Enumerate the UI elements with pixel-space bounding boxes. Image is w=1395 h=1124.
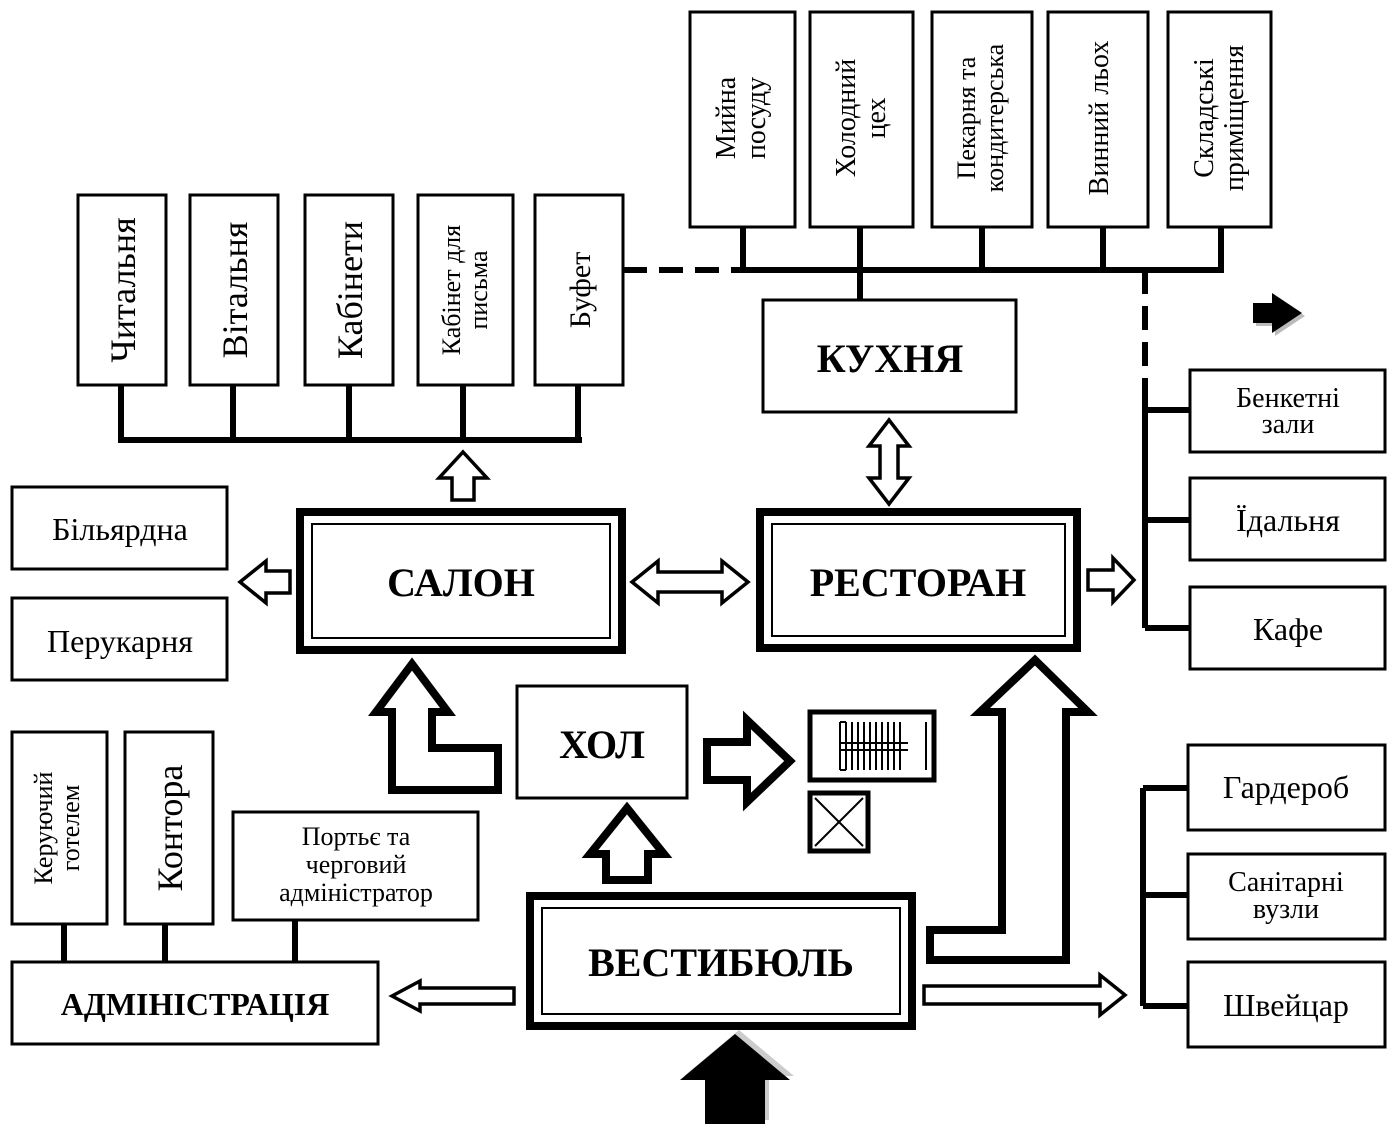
room-living: Вітальня bbox=[215, 222, 255, 359]
arrow-restaurant-side bbox=[1086, 553, 1137, 607]
lobby-side-group: Гардероб Санітарні вузли Швейцар bbox=[1140, 743, 1387, 1049]
room-billiard: Більярдна bbox=[52, 511, 188, 547]
room-sanitary-line2: вузли bbox=[1253, 894, 1319, 925]
kitchen-label: КУХНЯ bbox=[817, 336, 964, 381]
admin-rooms-group: Керуючий готелем Контора Портьє та черго… bbox=[10, 730, 480, 962]
arrow-kitchen-restaurant bbox=[865, 417, 913, 507]
arrow-salon-side bbox=[237, 557, 292, 607]
kitchen-rooms-group: Мийна посуду Холодний цех Пекарня та кон… bbox=[688, 10, 1273, 300]
room-porter-line3: адміністратор bbox=[279, 878, 433, 907]
arrow-salon-rooms bbox=[435, 449, 491, 502]
room-doorman: Швейцар bbox=[1223, 987, 1349, 1023]
room-banquet-line1: Бенкетні bbox=[1236, 383, 1340, 414]
room-storage-line2: приміщення bbox=[1219, 45, 1250, 191]
room-cold-line1: Холодний bbox=[831, 59, 862, 177]
salon-box: САЛОН bbox=[296, 508, 626, 654]
restaurant-side-group: Бенкетні зали Їдальня Кафе bbox=[1142, 368, 1387, 671]
room-writing-line2: письма bbox=[464, 250, 493, 330]
legend-arrow-icon bbox=[1253, 293, 1305, 336]
room-dish-line2: посуду bbox=[741, 77, 772, 159]
room-bakery-line2: кондитерська bbox=[980, 43, 1009, 192]
administration-label: АДМІНІСТРАЦІЯ bbox=[61, 986, 330, 1022]
hall-label: ХОЛ bbox=[559, 722, 645, 767]
room-writing-line1: Кабінет для bbox=[437, 225, 466, 356]
room-sanitary-line1: Санітарні bbox=[1228, 867, 1344, 898]
room-dining: Їдальня bbox=[1236, 502, 1340, 538]
arrow-hall-salon bbox=[368, 657, 502, 794]
room-cabinets: Кабінети bbox=[330, 221, 370, 359]
arrow-hall-stairs bbox=[703, 710, 796, 812]
salon-label: САЛОН bbox=[387, 560, 535, 605]
room-barber: Перукарня bbox=[47, 623, 193, 659]
arrow-lobby-hall bbox=[581, 801, 673, 884]
room-dish-line1: Мийна bbox=[711, 76, 742, 159]
room-cloakroom: Гардероб bbox=[1223, 769, 1349, 805]
arrow-lobby-restaurant bbox=[926, 654, 1098, 964]
room-manager-line2: готелем bbox=[56, 785, 85, 872]
lobby-label: ВЕСТИБЮЛЬ bbox=[588, 940, 854, 985]
salon-rooms-group: Читальня Вітальня Кабінети Кабінет для п… bbox=[76, 193, 625, 443]
arrow-lobby-side bbox=[922, 971, 1128, 1019]
room-cold-line2: цех bbox=[861, 97, 892, 138]
arrow-salon-restaurant bbox=[629, 557, 751, 607]
restaurant-box: РЕСТОРАН bbox=[756, 508, 1081, 652]
room-buffet: Буфет bbox=[564, 252, 597, 329]
room-storage-line1: Складські bbox=[1189, 58, 1220, 178]
room-porter-line1: Портьє та bbox=[302, 822, 411, 851]
room-manager-line1: Керуючий bbox=[29, 771, 58, 884]
room-bakery-line1: Пекарня та bbox=[952, 56, 981, 179]
room-office: Контора bbox=[150, 765, 190, 892]
entrance-arrow-icon bbox=[680, 1030, 794, 1124]
elevator-icon bbox=[807, 790, 871, 854]
staircase-icon bbox=[807, 709, 937, 783]
room-reading: Читальня bbox=[103, 217, 143, 362]
room-porter-line2: черговий bbox=[306, 850, 407, 879]
arrow-lobby-admin bbox=[388, 978, 516, 1014]
lobby-box: ВЕСТИБЮЛЬ bbox=[526, 892, 916, 1030]
restaurant-label: РЕСТОРАН bbox=[810, 560, 1027, 605]
room-wine: Винний льох bbox=[1084, 41, 1115, 196]
room-cafe: Кафе bbox=[1253, 611, 1323, 647]
room-banquet-line2: зали bbox=[1262, 409, 1315, 440]
